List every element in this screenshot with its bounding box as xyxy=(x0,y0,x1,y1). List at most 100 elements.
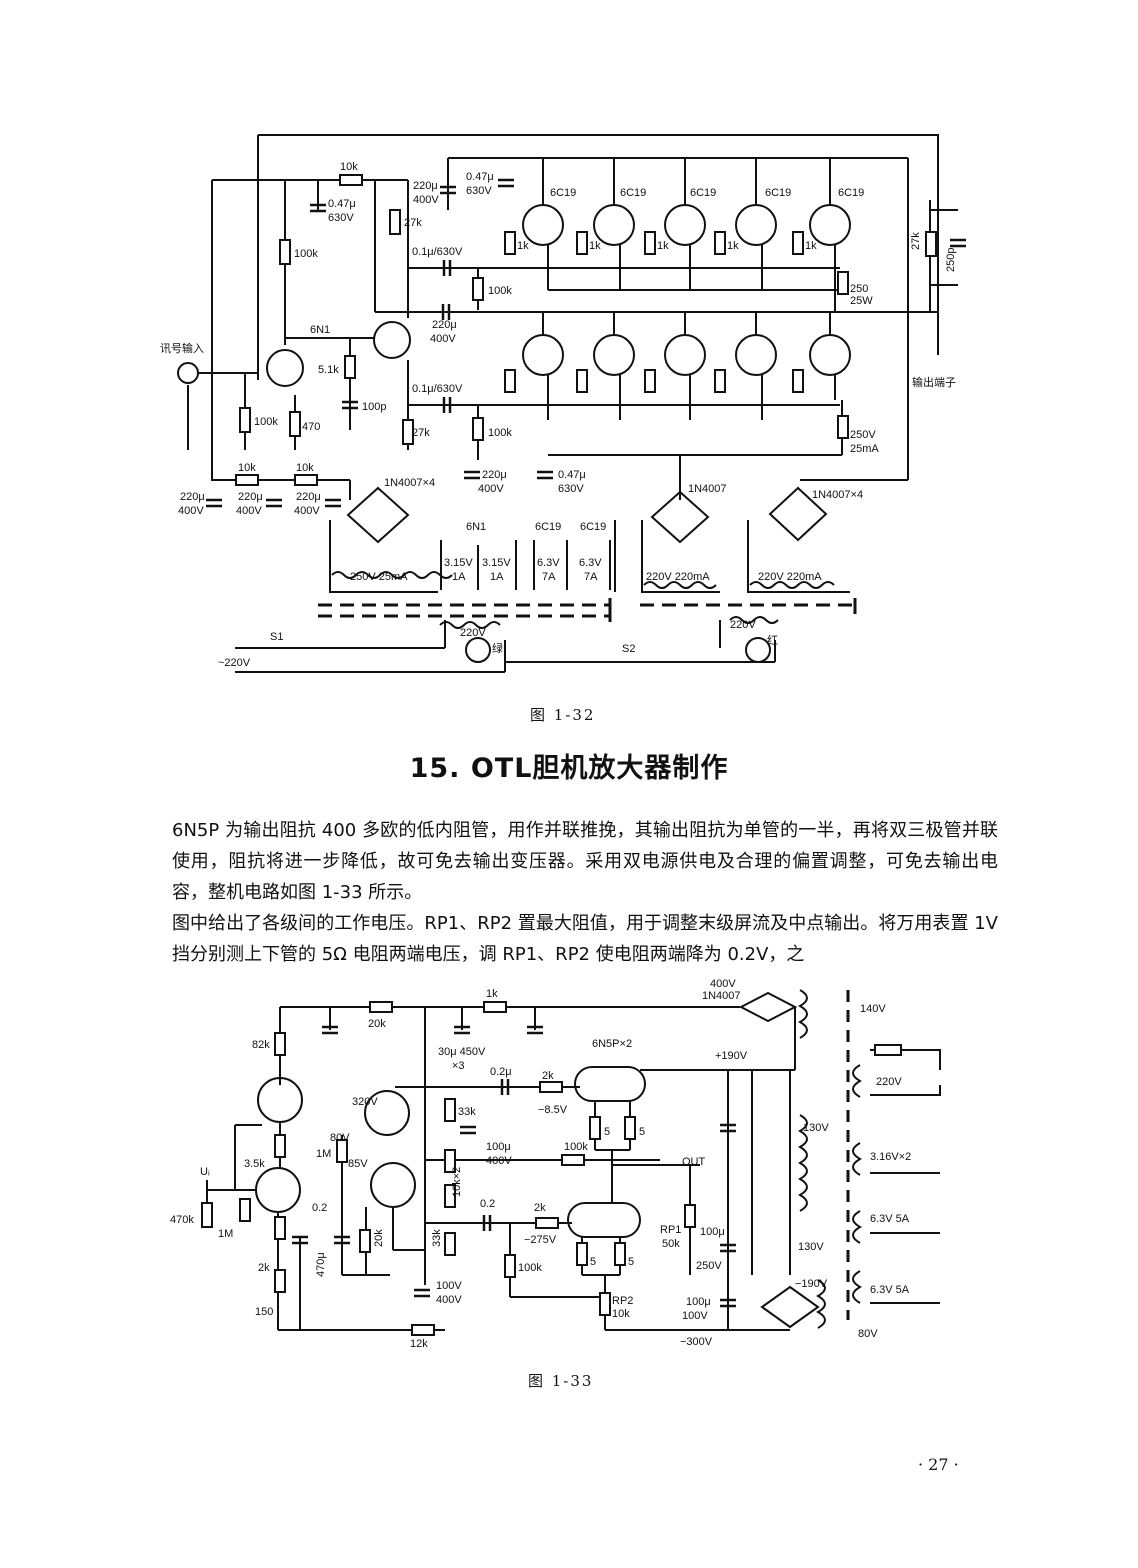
fig1-label: 6N1 xyxy=(310,324,330,336)
fig1-label: 470 xyxy=(302,421,320,433)
fig2-label: 5 xyxy=(604,1126,610,1138)
fig1-label: 220μ xyxy=(432,319,457,331)
fig2-label: 0.2 xyxy=(312,1202,327,1214)
fig1-label: 10k xyxy=(296,462,314,474)
fig1-label: 220V 220mA xyxy=(646,571,710,583)
fig2-label: ×3 xyxy=(452,1060,465,1072)
fig2-label: 400V xyxy=(486,1155,512,1167)
fig2-label: 33k xyxy=(431,1229,443,1247)
fig2-label: 0.2μ xyxy=(490,1066,512,1078)
page-number: · 27 · xyxy=(918,1455,959,1474)
fig2-label: Uᵢ xyxy=(200,1166,210,1178)
fig1-label: 1k xyxy=(657,240,669,252)
fig2-label: RP1 xyxy=(660,1224,681,1236)
fig2-label: 3.16V×2 xyxy=(870,1151,911,1163)
fig1-label: 27k xyxy=(412,427,430,439)
fig2-label: 100μ xyxy=(486,1141,511,1153)
circuit-diagram-1-33: 82k 20k 1k 400V 1N4007 140V 30μ 450V ×3 … xyxy=(170,978,941,1350)
fig2-label: 50k xyxy=(662,1238,680,1250)
fig1-label: 250 xyxy=(850,283,868,295)
fig2-label: 400V xyxy=(710,978,736,990)
fig1-label: 400V xyxy=(294,505,320,517)
fig1-label: 400V xyxy=(478,483,504,495)
fig2-label: 0.2 xyxy=(480,1198,495,1210)
fig1-label: 25W xyxy=(850,295,873,307)
fig2-label: 1k xyxy=(486,988,498,1000)
fig2-label: −300V xyxy=(680,1336,713,1348)
fig1-label: 400V xyxy=(236,505,262,517)
fig2-label: +190V xyxy=(715,1050,748,1062)
fig1-label: 1k xyxy=(727,240,739,252)
fig2-label: 100k xyxy=(564,1141,588,1153)
fig2-label: 10k×2 xyxy=(451,1167,463,1197)
fig1-label: 7A xyxy=(584,571,598,583)
fig1-label: 220μ xyxy=(413,180,438,192)
fig2-label: 400V xyxy=(436,1294,462,1306)
fig1-label: 400V xyxy=(413,194,439,206)
fig2-label: 150 xyxy=(255,1306,273,1318)
fig1-label: 400V xyxy=(178,505,204,517)
fig1-label: 250p xyxy=(945,248,957,272)
paragraph: 6N5P 为输出阻抗 400 多欧的低内阻管，用作并联推挽，其输出阻抗为单管的一… xyxy=(172,820,998,903)
fig1-label: 1A xyxy=(452,571,466,583)
fig2-label: −275V xyxy=(524,1234,557,1246)
fig1-label: 220V xyxy=(460,627,486,639)
fig1-label: 0.47μ xyxy=(558,469,586,481)
fig2-label: 2k xyxy=(534,1202,546,1214)
fig2-label: 320V xyxy=(352,1096,378,1108)
fig2-label: 5 xyxy=(628,1256,634,1268)
fig2-label: 470μ xyxy=(315,1252,327,1277)
fig2-label: −8.5V xyxy=(538,1104,568,1116)
fig1-label: 630V xyxy=(328,212,354,224)
fig2-label: 20k xyxy=(373,1229,385,1247)
fig1-label: 0.47μ xyxy=(328,198,356,210)
fig2-label: 20k xyxy=(368,1018,386,1030)
fig1-label: 630V xyxy=(558,483,584,495)
fig1-label: 1N4007 xyxy=(688,483,727,495)
fig2-label: 100V xyxy=(436,1280,462,1292)
fig2-label: 470k xyxy=(170,1214,194,1226)
fig1-label: 27k xyxy=(404,217,422,229)
figure-caption-1-33: 图 1-33 xyxy=(528,1372,594,1390)
fig1-label: 250V 25mA xyxy=(350,571,408,583)
fig2-label: 6N5P×2 xyxy=(592,1038,632,1050)
fig1-output-label: 输出端子 xyxy=(912,375,956,389)
fig2-label: 220V xyxy=(876,1076,902,1088)
fig1-label: S2 xyxy=(622,643,635,655)
fig2-label: 3.5k xyxy=(244,1158,265,1170)
fig1-label: 220μ xyxy=(180,491,205,503)
fig2-label: 30μ 450V xyxy=(438,1046,486,1058)
fig1-label: S1 xyxy=(270,631,283,643)
fig1-label: 1k xyxy=(517,240,529,252)
fig2-label: 130V xyxy=(803,1122,829,1134)
fig1-label: 3.15V xyxy=(482,557,511,569)
fig1-label: 1N4007×4 xyxy=(812,489,863,501)
paragraph: 图中给出了各级间的工作电压。RP1、RP2 置最大阻值，用于调整末级屏流及中点输… xyxy=(172,913,998,965)
fig1-tube-label: 6C19 xyxy=(838,187,864,199)
fig2-label: 12k xyxy=(410,1338,428,1350)
fig1-tube-label: 6C19 xyxy=(620,187,646,199)
fig1-label: 250V xyxy=(850,429,876,441)
fig2-label: 1M xyxy=(218,1228,233,1240)
fig1-label: 1k xyxy=(589,240,601,252)
fig1-label: 1A xyxy=(490,571,504,583)
body-text: 6N5P 为输出阻抗 400 多欧的低内阻管，用作并联推挽，其输出阻抗为单管的一… xyxy=(172,815,998,970)
fig1-label: 0.47μ xyxy=(466,171,494,183)
fig2-label: 1N4007 xyxy=(702,990,741,1002)
fig2-label: 5 xyxy=(639,1126,645,1138)
fig1-label: 6.3V xyxy=(537,557,560,569)
fig1-label: 6N1 xyxy=(466,521,486,533)
fig1-label: 220μ xyxy=(296,491,321,503)
fig2-label: 6.3V 5A xyxy=(870,1213,910,1225)
fig1-label: 27k xyxy=(910,232,922,250)
fig2-label: 100μ xyxy=(686,1296,711,1308)
fig1-label: 1N4007×4 xyxy=(384,477,435,489)
fig2-label: 33k xyxy=(458,1106,476,1118)
fig2-label: 130V xyxy=(798,1241,824,1253)
fig1-label: 220V 220mA xyxy=(758,571,822,583)
fig1-label: 1k xyxy=(805,240,817,252)
fig2-label: 5 xyxy=(590,1256,596,1268)
fig2-label: RP2 xyxy=(612,1295,633,1307)
fig2-label: 100k xyxy=(518,1262,542,1274)
